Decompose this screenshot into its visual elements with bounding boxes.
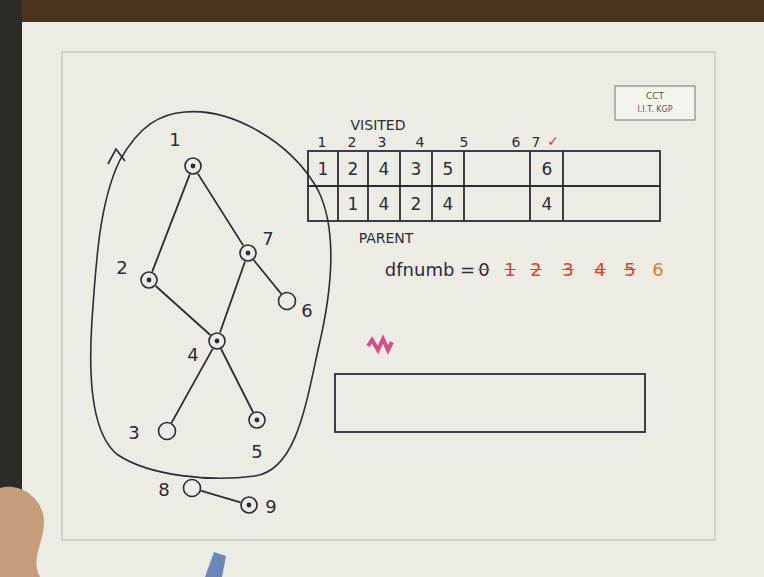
vertex-number: 1 <box>169 131 180 149</box>
graph-vertex: 3 <box>157 421 177 441</box>
vertex-number: 9 <box>265 498 276 516</box>
logo-box <box>615 86 695 120</box>
page-frame <box>62 52 715 540</box>
table-rule <box>562 151 564 221</box>
scribble <box>368 339 392 350</box>
counter-value: 4 <box>594 261 605 279</box>
pen-tip <box>205 552 226 577</box>
graph-vertex: 8 <box>182 478 202 498</box>
graph-edge <box>156 286 211 335</box>
vertex-circle <box>239 495 259 515</box>
vertex-number: 7 <box>262 230 273 248</box>
vertex-circle <box>247 410 267 430</box>
vertex-circle <box>183 156 203 176</box>
hand <box>0 487 44 577</box>
vertex-number: 5 <box>251 443 262 461</box>
table-cell: 4 <box>443 196 454 213</box>
counter-value: 5 <box>624 261 635 279</box>
column-number: 1 <box>318 135 327 149</box>
column-number: 7 <box>532 135 541 149</box>
vertex-circle <box>207 331 227 351</box>
table-cell: 2 <box>348 161 359 178</box>
vertex-circle <box>139 270 159 290</box>
column-number: 3 <box>378 135 387 149</box>
vertex-number: 3 <box>128 424 139 442</box>
vertex-circle <box>277 291 297 311</box>
graph-vertex: 1 <box>183 156 203 176</box>
table-rule <box>337 151 339 221</box>
table-heading: VISITED <box>351 118 406 132</box>
table-cell: 5 <box>443 161 454 178</box>
board-frame <box>0 0 764 22</box>
table-cell: 4 <box>379 161 390 178</box>
direction-mark <box>108 149 125 164</box>
vertex-number: 8 <box>158 481 169 499</box>
empty-box <box>335 374 645 432</box>
graph-vertex: 4 <box>207 331 227 351</box>
vertex-circle <box>157 421 177 441</box>
table-rule <box>463 151 465 221</box>
graph-edge <box>221 349 253 412</box>
check-mark: ✓ <box>547 134 559 148</box>
counter-name: dfnumb = <box>385 261 475 279</box>
graph-vertex: 2 <box>139 270 159 290</box>
vertex-circle <box>238 243 258 263</box>
table-rule <box>367 151 369 221</box>
table-border <box>308 151 660 221</box>
graph-vertex: 6 <box>277 291 297 311</box>
vertex-number: 4 <box>187 346 198 364</box>
table-rule <box>529 151 531 221</box>
graph-edge <box>198 174 243 246</box>
table-cell: 3 <box>411 161 422 178</box>
vertex-number: 2 <box>116 259 127 277</box>
logo-text: CCT <box>646 92 664 101</box>
counter-value: 0 <box>478 261 489 279</box>
visited-table <box>308 151 660 221</box>
table-cell: 6 <box>542 161 553 178</box>
table-cell: 4 <box>379 196 390 213</box>
graph-edge <box>152 174 190 271</box>
graph-edge <box>254 260 282 294</box>
column-number: 2 <box>348 135 357 149</box>
graph-edge <box>220 261 245 332</box>
table-cell: 4 <box>542 196 553 213</box>
graph-vertex: 7 <box>238 243 258 263</box>
table-cell: 1 <box>348 196 359 213</box>
column-number: 5 <box>460 135 469 149</box>
counter-value: 1 <box>504 261 515 279</box>
table-cell: 1 <box>318 161 329 178</box>
column-number: 4 <box>416 135 425 149</box>
counter-value: 2 <box>530 261 541 279</box>
table-rule <box>399 151 401 221</box>
graph-vertex: 9 <box>239 495 259 515</box>
graph-vertex: 5 <box>247 410 267 430</box>
vertex-circle <box>182 478 202 498</box>
vertex-number: 6 <box>301 302 312 320</box>
graph-edge <box>201 491 241 503</box>
counter-value: 3 <box>562 261 573 279</box>
counter-value: 6 <box>652 261 663 279</box>
table-cell: 2 <box>411 196 422 213</box>
column-number: 6 <box>512 135 521 149</box>
table-rule <box>308 185 660 187</box>
table-rule <box>431 151 433 221</box>
logo-text: I.I.T. KGP <box>637 106 672 114</box>
table-heading: PARENT <box>359 231 414 245</box>
component-outline <box>91 112 331 479</box>
